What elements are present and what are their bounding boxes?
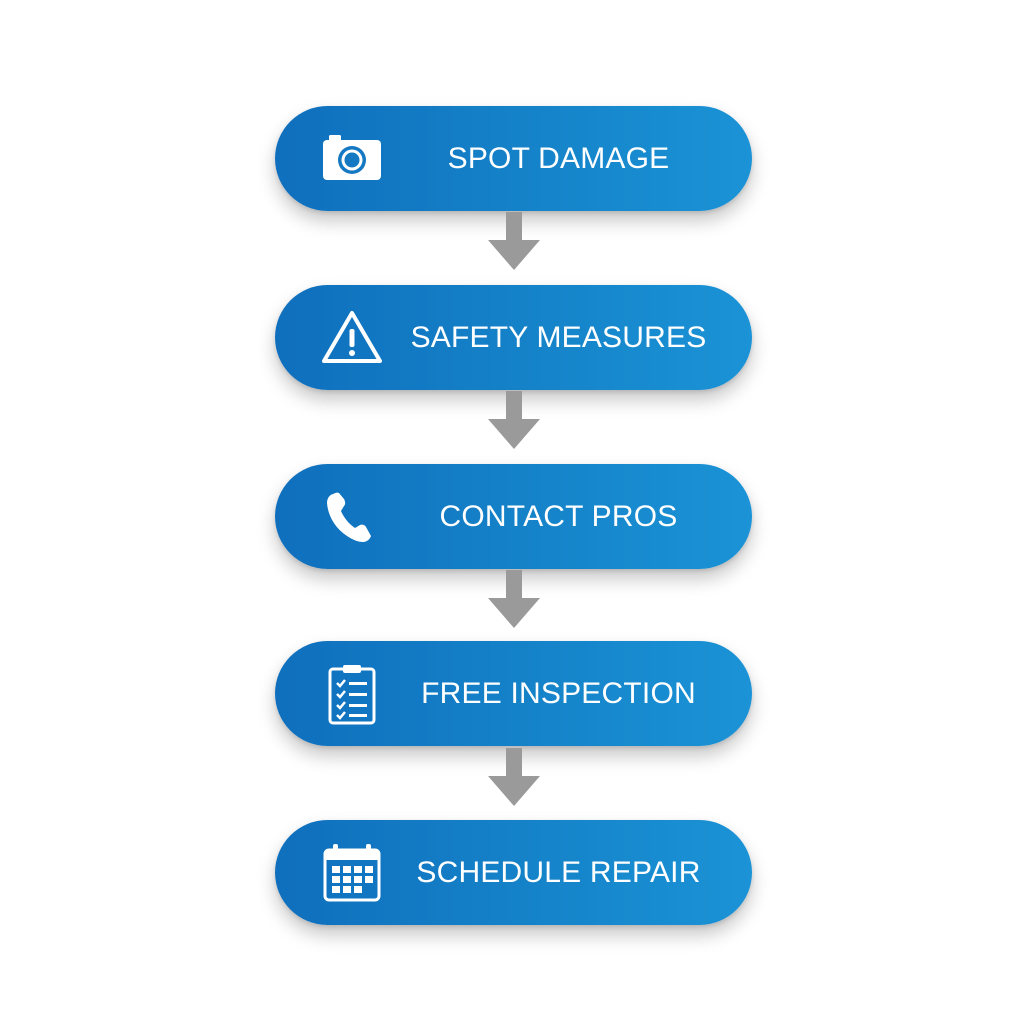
step-contact-pros: CONTACT PROS bbox=[275, 464, 752, 569]
step-label: CONTACT PROS bbox=[439, 500, 678, 533]
arrow-down-icon bbox=[488, 748, 540, 810]
arrow-down-icon bbox=[488, 212, 540, 274]
step-label: SPOT DAMAGE bbox=[447, 142, 670, 175]
step-schedule-repair: SCHEDULE REPAIR bbox=[275, 820, 752, 925]
calendar-icon bbox=[319, 842, 385, 904]
step-safety-measures: SAFETY MEASURES bbox=[275, 285, 752, 390]
step-label: SAFETY MEASURES bbox=[410, 321, 707, 354]
arrow-down-icon bbox=[488, 570, 540, 632]
step-label: SCHEDULE REPAIR bbox=[416, 856, 701, 889]
warning-icon bbox=[319, 307, 385, 369]
step-spot-damage: SPOT DAMAGE bbox=[275, 106, 752, 211]
phone-icon bbox=[319, 486, 385, 548]
step-label: FREE INSPECTION bbox=[421, 677, 696, 710]
step-free-inspection: FREE INSPECTION bbox=[275, 641, 752, 746]
arrow-down-icon bbox=[488, 391, 540, 453]
clipboard-checklist-icon bbox=[319, 663, 385, 725]
camera-icon bbox=[319, 128, 385, 190]
